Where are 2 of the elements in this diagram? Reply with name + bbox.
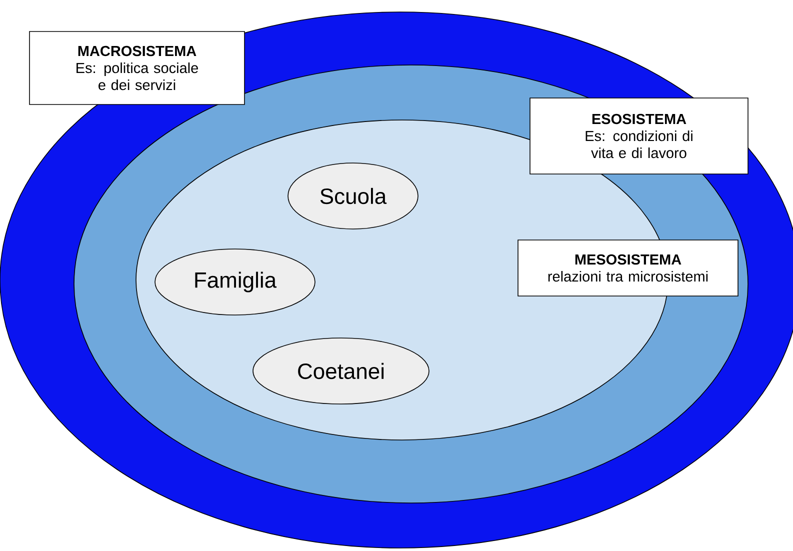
label-box: MESOSISTEMA relazioni tra microsistemi [518, 240, 738, 296]
label-box: MACROSISTEMA Es: politica sociale e dei servizi [29, 31, 245, 105]
